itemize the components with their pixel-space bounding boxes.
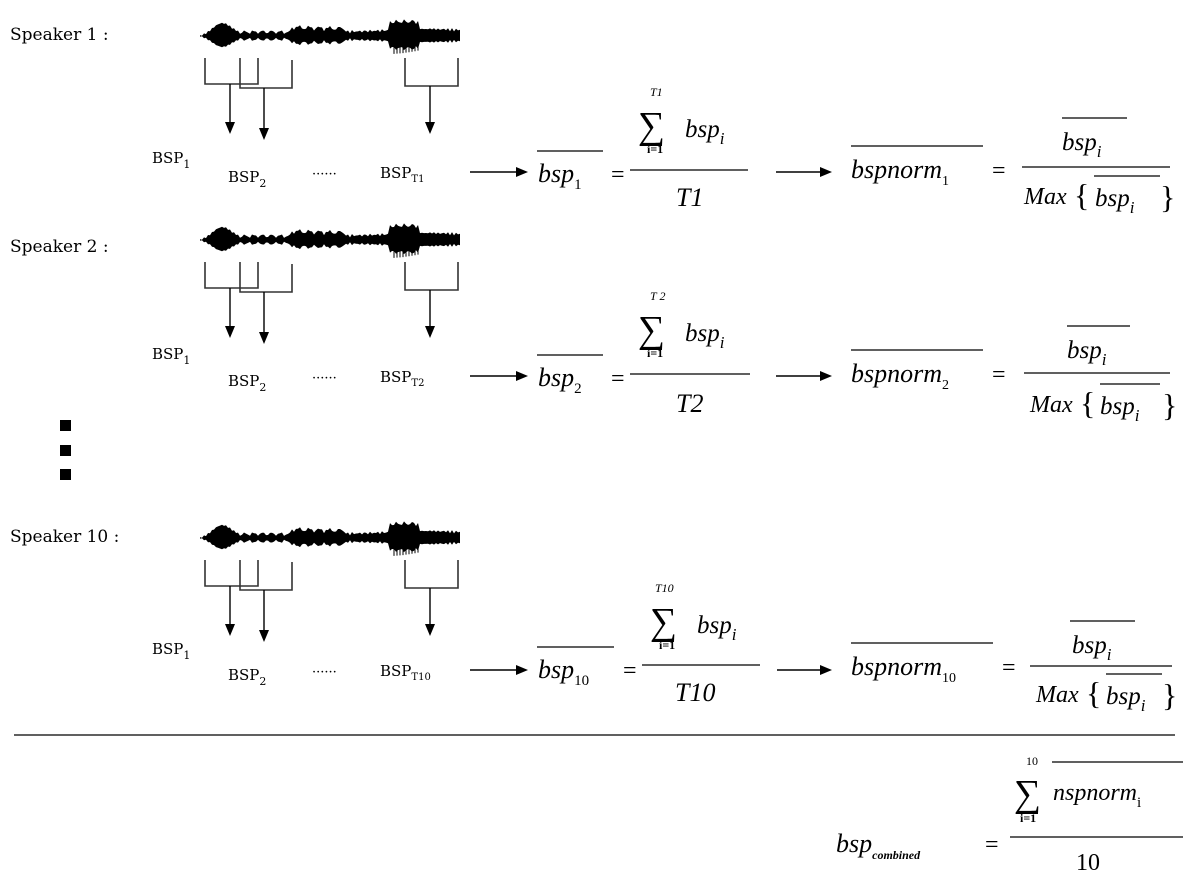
- segment-brackets: [205, 560, 458, 590]
- brace-left: {: [1086, 675, 1101, 711]
- sum-lower: i=1: [647, 346, 663, 360]
- max-term: bspi: [1095, 185, 1135, 217]
- norm-numerator: bspi: [1072, 632, 1112, 664]
- norm-formula: bspnorm2 = bspi Max { bspi }: [851, 326, 1177, 425]
- sum-upper: T10: [655, 581, 674, 595]
- bsp-first-label: BSP1: [152, 640, 190, 662]
- waveform: [200, 223, 460, 257]
- ellipsis: ······: [312, 167, 337, 182]
- speaker-label: Speaker 2 :: [10, 237, 109, 257]
- bsp-last-label: BSPT1: [380, 164, 424, 185]
- segment-arrows: [225, 288, 435, 344]
- segment-arrows: [225, 586, 435, 642]
- norm-formula: bspnorm10 = bspi Max { bspi }: [851, 621, 1177, 715]
- sum-term: nspnormi: [1053, 780, 1141, 811]
- equals: =: [1002, 655, 1016, 681]
- norm-lhs: bspnorm10: [851, 652, 956, 686]
- sum-term: bspi: [697, 612, 737, 644]
- speaker-row-2: Speaker 2 : BSP1 BSP2 ······ BSPT2 bsp2 …: [10, 223, 1177, 425]
- sum-term: bspi: [685, 116, 725, 148]
- sum-upper: 10: [1026, 754, 1038, 768]
- max-label: Max: [1023, 184, 1067, 210]
- brace-right: }: [1162, 387, 1177, 423]
- brace-left: {: [1074, 177, 1089, 213]
- equals: =: [611, 366, 625, 392]
- combined-formula: bspcombined = 10 ∑ i=1 nspnormi 10: [836, 754, 1183, 876]
- brace-left: {: [1080, 385, 1095, 421]
- mean-lhs: bsp1: [538, 159, 582, 193]
- bsp-last-label: BSPT2: [380, 368, 424, 389]
- arrow-to-mean: [470, 665, 528, 675]
- sigma: ∑: [638, 105, 665, 147]
- bsp-second-label: BSP2: [228, 666, 266, 688]
- bsp-second-label: BSP2: [228, 168, 266, 190]
- brace-right: }: [1162, 677, 1177, 713]
- denominator: T10: [675, 678, 715, 707]
- denominator: 10: [1076, 850, 1100, 876]
- bsp-first-label: BSP1: [152, 149, 190, 171]
- denominator: T1: [676, 183, 703, 212]
- speaker-row-1: Speaker 1 : BSP1 BSP2 ······ BSPT1 bsp1 …: [10, 19, 1175, 217]
- arrow-to-mean: [470, 167, 528, 177]
- max-label: Max: [1035, 682, 1079, 708]
- bsp-first-label: BSP1: [152, 345, 190, 367]
- sum-lower: i=1: [647, 142, 663, 156]
- brace-right: }: [1160, 179, 1175, 215]
- segment-brackets: [205, 262, 458, 292]
- speaker-row-10: Speaker 10 : BSP1 BSP2 ······ BSPT10 bsp…: [10, 521, 1177, 715]
- max-term: bspi: [1100, 393, 1140, 425]
- sum-upper: T1: [650, 85, 663, 99]
- mean-formula: bsp1 = T1 ∑ i=1 bspi T1: [537, 85, 748, 212]
- arrow-to-norm: [777, 665, 832, 675]
- norm-formula: bspnorm1 = bspi Max { bspi }: [851, 118, 1175, 217]
- norm-numerator: bspi: [1062, 129, 1102, 161]
- sum-lower: i=1: [1020, 811, 1036, 825]
- sum-upper: T 2: [650, 289, 665, 303]
- bsp-last-label: BSPT10: [380, 662, 431, 683]
- equals: =: [992, 158, 1006, 184]
- mean-formula: bsp10 = T10 ∑ i=1 bspi T10: [537, 581, 760, 707]
- waveform: [200, 521, 460, 555]
- equals: =: [992, 362, 1006, 388]
- sum-lower: i=1: [659, 638, 675, 652]
- segment-brackets: [205, 58, 458, 88]
- mean-lhs: bsp2: [538, 363, 582, 397]
- norm-lhs: bspnorm1: [851, 155, 949, 189]
- mean-formula: bsp2 = T 2 ∑ i=1 bspi T2: [537, 289, 750, 418]
- equals: =: [623, 658, 637, 684]
- speaker-label: Speaker 10 :: [10, 527, 119, 547]
- ellipsis: ······: [312, 665, 337, 680]
- waveform: [200, 19, 460, 53]
- bsp-second-label: BSP2: [228, 372, 266, 394]
- ellipsis: ······: [312, 371, 337, 386]
- mean-lhs: bsp10: [538, 655, 589, 689]
- sigma: ∑: [650, 601, 677, 643]
- speaker-label: Speaker 1 :: [10, 25, 109, 45]
- vertical-ellipsis: [60, 420, 71, 480]
- norm-lhs: bspnorm2: [851, 359, 949, 393]
- combined-lhs: bspcombined: [836, 829, 921, 862]
- arrow-to-norm: [776, 371, 832, 381]
- max-term: bspi: [1106, 683, 1146, 715]
- equals: =: [985, 832, 999, 858]
- max-label: Max: [1029, 392, 1073, 418]
- sum-term: bspi: [685, 320, 725, 352]
- segment-arrows: [225, 84, 435, 140]
- sigma: ∑: [1014, 773, 1041, 815]
- arrow-to-mean: [470, 371, 528, 381]
- equals: =: [611, 162, 625, 188]
- arrow-to-norm: [776, 167, 832, 177]
- sigma: ∑: [638, 309, 665, 351]
- denominator: T2: [676, 389, 703, 418]
- norm-numerator: bspi: [1067, 337, 1107, 369]
